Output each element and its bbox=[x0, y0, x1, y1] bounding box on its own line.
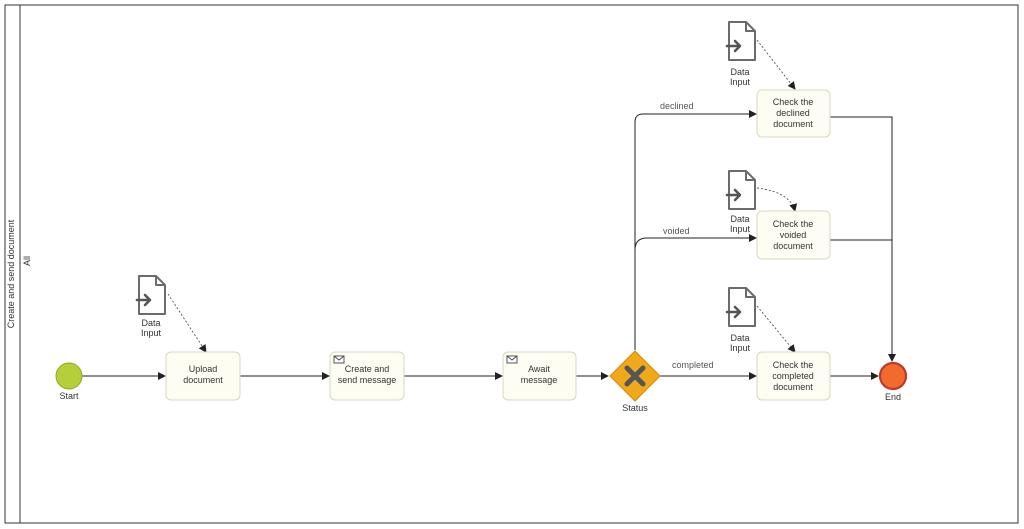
sequence-flows bbox=[82, 110, 896, 380]
data-input-completed[interactable]: Data Input bbox=[725, 286, 757, 353]
exclusive-gateway-status[interactable]: Status bbox=[609, 350, 661, 413]
data-input-icon bbox=[725, 169, 757, 211]
task-await-line2: message bbox=[521, 375, 558, 385]
data-input-label-line1: Data bbox=[141, 318, 160, 328]
data-input-upload[interactable]: Data Input bbox=[135, 274, 167, 338]
data-input-label-line2: Input bbox=[141, 328, 162, 338]
flow-label-declined: declined bbox=[660, 101, 694, 111]
task-voided-line3: document bbox=[773, 241, 813, 251]
pool-name: Create and send document bbox=[6, 219, 16, 328]
data-input-label-line1: Data bbox=[730, 214, 749, 224]
data-input-label-line2: Input bbox=[730, 343, 751, 353]
flow-voided[interactable] bbox=[634, 234, 757, 251]
exclusive-x-icon bbox=[624, 365, 646, 387]
task-declined-line3: document bbox=[773, 119, 813, 129]
task-create-line2: send message bbox=[338, 375, 397, 385]
flow-declined[interactable] bbox=[634, 110, 757, 350]
end-label: End bbox=[885, 392, 901, 402]
task-upload-document[interactable]: Upload document bbox=[165, 351, 241, 401]
end-event[interactable]: End bbox=[878, 361, 908, 402]
task-await-line1: Await bbox=[528, 364, 550, 374]
envelope-icon bbox=[506, 355, 518, 364]
task-completed-line3: document bbox=[773, 382, 813, 392]
task-check-voided-document[interactable]: Check the voided document bbox=[756, 210, 831, 260]
data-associations bbox=[167, 39, 798, 353]
flow-declined-end[interactable] bbox=[830, 116, 893, 361]
data-input-icon bbox=[725, 20, 757, 62]
flow-voided-end[interactable] bbox=[830, 239, 896, 362]
task-completed-line1: Check the bbox=[773, 360, 814, 370]
task-upload-line2: document bbox=[183, 375, 223, 385]
flow-label-completed: completed bbox=[672, 360, 714, 370]
task-create-and-send-message[interactable]: Create and send message bbox=[329, 351, 405, 401]
association-completed bbox=[756, 305, 796, 353]
flow-label-voided: voided bbox=[663, 226, 690, 236]
task-upload-line1: Upload bbox=[189, 364, 218, 374]
start-label: Start bbox=[59, 391, 79, 401]
task-create-line1: Create and bbox=[345, 364, 390, 374]
data-input-label-line1: Data bbox=[730, 67, 749, 77]
task-voided-line1: Check the bbox=[773, 219, 814, 229]
start-circle[interactable] bbox=[55, 362, 83, 390]
start-event[interactable]: Start bbox=[55, 362, 83, 401]
data-input-label-line2: Input bbox=[730, 224, 751, 234]
lane-name: All bbox=[22, 256, 32, 266]
data-input-voided[interactable]: Data Input bbox=[725, 169, 757, 234]
data-input-label-line2: Input bbox=[730, 77, 751, 87]
association-voided bbox=[756, 187, 798, 212]
task-completed-line2: completed bbox=[772, 371, 814, 381]
envelope-icon bbox=[333, 355, 345, 364]
task-check-completed-document[interactable]: Check the completed document bbox=[756, 351, 831, 401]
pool-frame bbox=[4, 4, 1019, 524]
task-voided-line2: voided bbox=[780, 230, 807, 240]
task-declined-line1: Check the bbox=[773, 97, 814, 107]
data-input-icon bbox=[725, 286, 757, 328]
gateway-label: Status bbox=[622, 403, 648, 413]
data-input-label-line1: Data bbox=[730, 333, 749, 343]
data-input-icon bbox=[135, 274, 167, 316]
data-input-declined[interactable]: Data Input bbox=[725, 20, 757, 87]
association-upload bbox=[167, 293, 207, 353]
task-declined-line2: declined bbox=[776, 108, 810, 118]
end-circle[interactable] bbox=[878, 361, 908, 391]
association-declined bbox=[756, 39, 796, 90]
task-await-message[interactable]: Await message bbox=[502, 351, 577, 401]
task-check-declined-document[interactable]: Check the declined document bbox=[756, 89, 831, 138]
